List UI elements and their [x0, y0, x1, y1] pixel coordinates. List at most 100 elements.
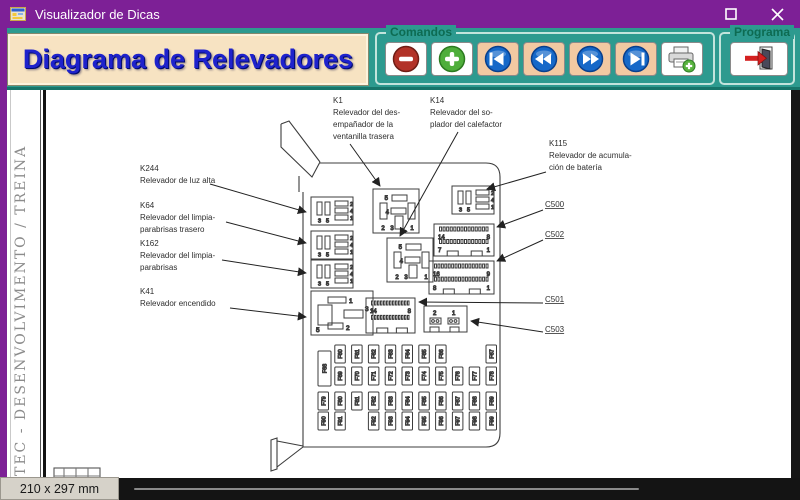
vertical-scrollbar[interactable]: [791, 90, 800, 500]
svg-text:K41: K41: [140, 287, 155, 296]
last-button[interactable]: [615, 42, 657, 76]
svg-text:Relevador del limpia-: Relevador del limpia-: [140, 251, 215, 260]
svg-text:parabrisas trasero: parabrisas trasero: [140, 225, 205, 234]
svg-text:2: 2: [350, 236, 353, 242]
fuse-F71: F71: [367, 366, 380, 386]
svg-text:F72: F72: [388, 371, 394, 380]
programa-groupbox: Programa: [719, 25, 795, 85]
svg-text:Relevador del so-: Relevador del so-: [430, 108, 493, 117]
svg-text:2: 2: [350, 202, 353, 208]
fuse-F81: F81: [351, 391, 363, 411]
fuse-F75: F75: [435, 366, 447, 386]
svg-text:F95: F95: [422, 416, 428, 425]
printer-add-icon: [668, 46, 696, 73]
svg-text:F67: F67: [489, 349, 495, 358]
svg-text:F99: F99: [489, 416, 495, 425]
svg-text:F80: F80: [338, 396, 344, 405]
svg-text:F98: F98: [472, 416, 478, 425]
svg-text:2: 2: [350, 265, 353, 271]
svg-text:F94: F94: [405, 416, 411, 425]
scrollbar-thumb[interactable]: [134, 488, 639, 490]
svg-text:F75: F75: [439, 371, 445, 380]
toolbar: Diagrama de Relevadores Comandos Program…: [0, 25, 800, 90]
svg-text:4: 4: [350, 243, 353, 249]
fuse-F88: F88: [468, 391, 481, 411]
window-controls: [708, 0, 800, 28]
svg-text:F62: F62: [372, 349, 378, 358]
svg-text:3: 3: [459, 208, 462, 214]
svg-text:F66: F66: [439, 349, 445, 358]
svg-text:F74: F74: [422, 371, 428, 380]
fuse-F62: F62: [367, 344, 380, 364]
svg-text:ventanilla trasera: ventanilla trasera: [333, 132, 394, 141]
page-title-panel: Diagrama de Relevadores: [7, 33, 369, 86]
svg-text:F82: F82: [372, 396, 378, 405]
minus-circle-icon: [392, 45, 420, 73]
svg-text:3: 3: [365, 306, 369, 313]
svg-text:K64: K64: [140, 201, 155, 210]
svg-text:3: 3: [318, 219, 321, 225]
svg-text:Relevador de acumula-: Relevador de acumula-: [549, 151, 632, 160]
svg-text:2: 2: [346, 325, 350, 332]
add-button[interactable]: [431, 42, 473, 76]
print-button[interactable]: [661, 42, 703, 76]
margin-line-thick: [43, 90, 46, 480]
svg-text:1: 1: [350, 216, 353, 222]
svg-text:2: 2: [433, 311, 437, 317]
svg-text:F76: F76: [456, 371, 462, 380]
svg-text:F97: F97: [456, 416, 462, 425]
remove-button[interactable]: [385, 42, 427, 76]
fuse-F95: F95: [418, 411, 430, 431]
exit-button[interactable]: [730, 42, 788, 76]
svg-text:4: 4: [350, 272, 353, 278]
svg-text:C501: C501: [545, 295, 565, 304]
fuse-F91: F91: [334, 411, 346, 431]
svg-text:1: 1: [452, 311, 456, 317]
svg-text:F85: F85: [422, 396, 428, 405]
maximize-button[interactable]: [708, 0, 754, 28]
first-button[interactable]: [477, 42, 519, 76]
fuse-F77: F77: [468, 366, 481, 386]
svg-text:F78: F78: [489, 371, 495, 380]
diagram-label-C501: C501: [418, 295, 565, 307]
svg-text:empañador de la: empañador de la: [333, 120, 394, 129]
svg-text:5: 5: [316, 327, 320, 334]
fuse-F64: F64: [401, 344, 413, 364]
svg-text:F81: F81: [355, 396, 361, 405]
diagram-label-C502: C502: [496, 230, 565, 262]
svg-text:2: 2: [381, 226, 385, 232]
svg-text:F71: F71: [372, 371, 378, 380]
svg-text:F89: F89: [489, 396, 495, 405]
fuse-F70: F70: [351, 366, 363, 386]
svg-text:F69: F69: [338, 371, 344, 380]
svg-text:1: 1: [349, 298, 353, 305]
svg-text:5: 5: [385, 196, 389, 202]
svg-text:parabrisas: parabrisas: [140, 263, 177, 272]
horizontal-scrollbar[interactable]: [118, 478, 800, 500]
svg-text:1: 1: [424, 275, 428, 281]
page-edge-line: [10, 90, 11, 478]
svg-text:4: 4: [400, 259, 404, 265]
nav-first-icon: [484, 45, 512, 73]
svg-text:1: 1: [491, 205, 494, 211]
svg-text:8: 8: [487, 235, 491, 241]
exit-door-icon: [745, 46, 773, 70]
previous-button[interactable]: [523, 42, 565, 76]
svg-text:F84: F84: [405, 396, 411, 405]
close-button[interactable]: [754, 0, 800, 28]
svg-text:F79: F79: [321, 396, 327, 405]
comandos-label: Comandos: [386, 25, 457, 39]
next-button[interactable]: [569, 42, 611, 76]
nav-previous-icon: [530, 45, 558, 73]
fuse-F82: F82: [367, 391, 380, 411]
comandos-groupbox: Comandos: [375, 25, 715, 85]
